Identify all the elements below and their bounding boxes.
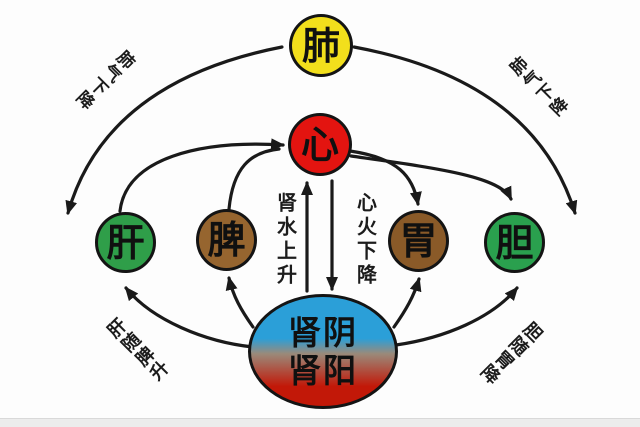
arrow-kidney-to-stomach <box>392 277 422 329</box>
kidney-yin-label: 肾阴 <box>288 312 358 352</box>
arrow-liver-to-heart <box>118 138 285 213</box>
node-gallbladder: 胆 <box>484 212 545 273</box>
arrow-lung-to-right <box>352 45 578 215</box>
arrow-heart-to-stomach <box>348 149 422 206</box>
node-spleen: 脾 <box>196 209 257 271</box>
arrow-lung-to-left <box>65 45 284 215</box>
node-stomach: 胃 <box>388 210 449 272</box>
arrow-kidney-to-gallbladder <box>394 286 519 347</box>
arrow-kidney-to-spleen <box>225 276 255 329</box>
bottom-strip <box>0 418 640 427</box>
label-kidney-water-rises: 肾水上升 <box>273 192 298 288</box>
node-heart: 心 <box>288 113 352 176</box>
label-heart-fire-descends: 心火下降 <box>353 192 378 288</box>
node-lung: 肺 <box>289 14 353 77</box>
node-liver: 肝 <box>95 212 156 273</box>
arrow-kidney-to-liver <box>124 286 255 349</box>
arrow-spleen-to-heart <box>227 147 281 211</box>
node-kidney-yin-yang: 肾阴 肾阳 <box>248 294 398 409</box>
arrow-heart-to-gallbladder <box>349 154 513 201</box>
kidney-yang-label: 肾阳 <box>288 350 358 390</box>
